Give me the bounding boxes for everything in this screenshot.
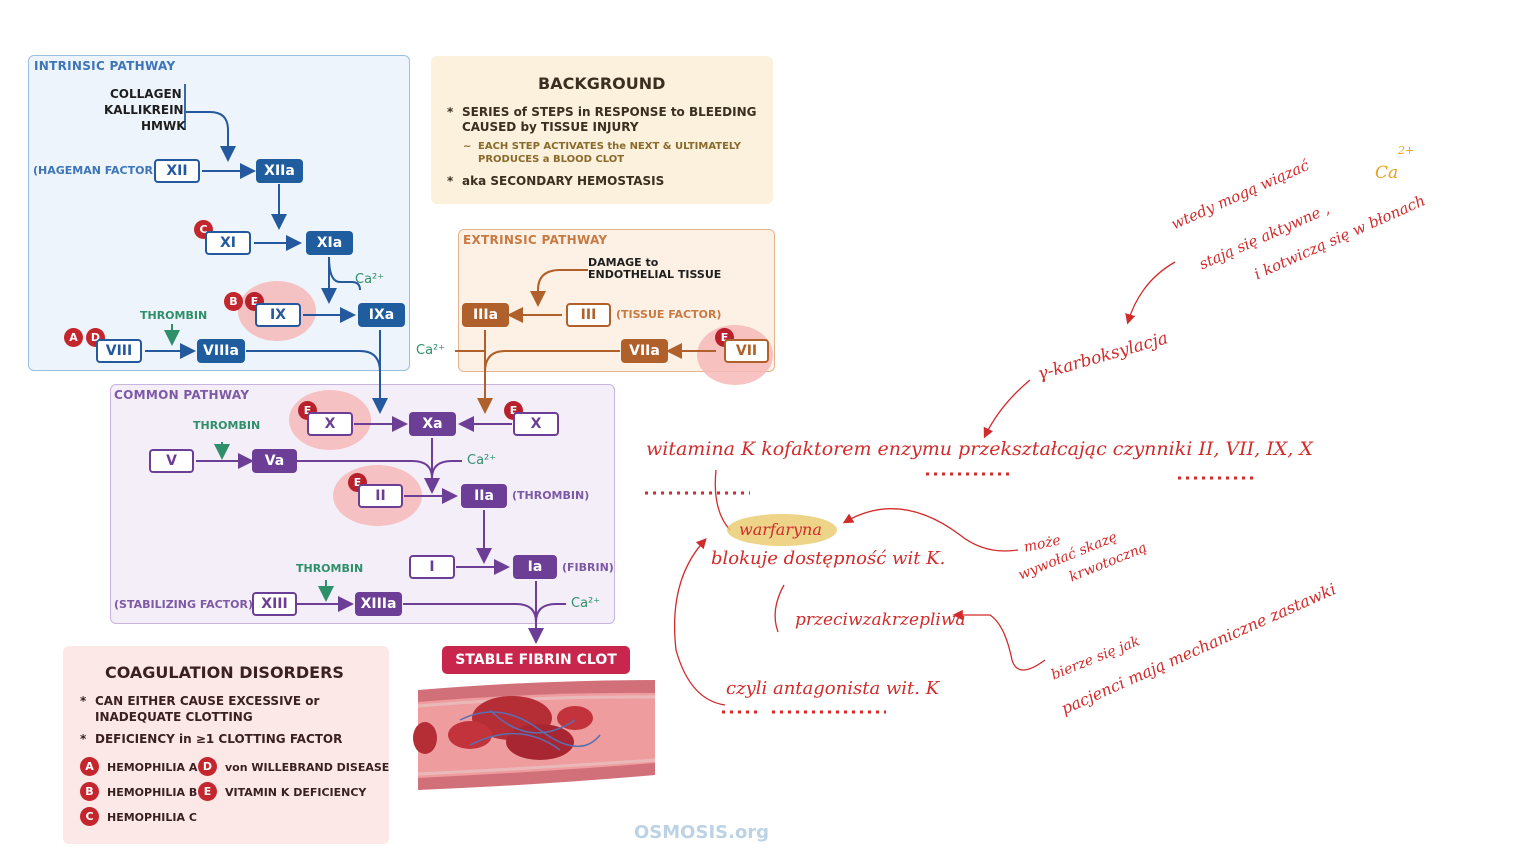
legend-von-willebrand: von WILLEBRAND DISEASE [225, 761, 390, 774]
factor-ii: II [358, 484, 403, 508]
background-sub-1b: PRODUCES a BLOOD CLOT [478, 154, 625, 165]
factor-xi: XI [205, 231, 251, 255]
legend-badge-c: C [80, 807, 99, 826]
factor-iia: IIa [461, 484, 507, 508]
activator-kallikrein: KALLIKREIN [104, 103, 184, 117]
ca-label-xiii: Ca²⁺ [571, 596, 601, 611]
factor-xiii: XIII [252, 592, 297, 616]
factor-ia: Ia [513, 555, 557, 579]
disorders-star-1: * [80, 694, 87, 708]
factor-vii: VII [724, 339, 769, 363]
legend-hemophilia-a: HEMOPHILIA A [107, 761, 198, 774]
fibrin-label: (FIBRIN) [562, 561, 614, 574]
legend-hemophilia-c: HEMOPHILIA C [107, 811, 197, 824]
factor-ixa: IXa [358, 303, 405, 327]
note-blokuje: blokuje dostępność wit K. [711, 548, 946, 569]
factor-viia: VIIa [621, 339, 668, 363]
background-bullet-2-star: * [447, 174, 454, 188]
factor-iiia: IIIa [462, 303, 509, 327]
thrombin-paren-label: (THROMBIN) [512, 489, 590, 502]
disorders-title: COAGULATION DISORDERS [105, 663, 344, 682]
factor-ix: IX [255, 303, 301, 327]
legend-hemophilia-b: HEMOPHILIA B [107, 786, 198, 799]
note-przeciwzakrzepliwa: przeciwzakrzepliwa [795, 610, 966, 630]
note-warfaryna: warfaryna [739, 520, 822, 539]
background-sub-1-dash: ~ [463, 141, 472, 152]
ca-label-extrinsic: Ca²⁺ [416, 343, 446, 358]
stabilizing-factor-label: (STABILIZING FACTOR) [114, 598, 254, 611]
thrombin-label-common: THROMBIN [193, 419, 261, 432]
disorders-star-2: * [80, 732, 87, 746]
legend-vitamin-k: VITAMIN K DEFICIENCY [225, 786, 367, 799]
factor-viiia: VIIIa [197, 339, 245, 363]
note-ca: Ca [1375, 163, 1399, 183]
intrinsic-title: INTRINSIC PATHWAY [34, 59, 176, 73]
clot-illustration [413, 680, 656, 790]
badge-a-viii: A [64, 328, 83, 347]
background-bullet-1: SERIES of STEPS in RESPONSE to BLEEDING [462, 105, 757, 119]
legend-badge-e: E [198, 782, 217, 801]
ca-label-intrinsic: Ca²⁺ [355, 272, 385, 287]
factor-iii: III [566, 303, 611, 327]
factor-va: Va [252, 449, 297, 473]
factor-viii: VIII [96, 339, 142, 363]
background-bullet-1b: CAUSED by TISSUE INJURY [462, 120, 639, 134]
legend-badge-d: D [198, 757, 217, 776]
legend-badge-b: B [80, 782, 99, 801]
thrombin-label-xiii: THROMBIN [296, 562, 364, 575]
note-ca-superscript: 2+ [1398, 144, 1415, 157]
factor-x-right: X [513, 412, 559, 436]
note-main-line: witamina K kofaktorem enzymu przekształc… [646, 438, 1313, 460]
hageman-label: (HAGEMAN FACTOR) [33, 164, 158, 177]
note-czyli-antagonista: czyli antagonista wit. K [726, 678, 940, 699]
stable-fibrin-clot-label: STABLE FIBRIN CLOT [442, 646, 630, 674]
background-bullet-2: aka SECONDARY HEMOSTASIS [462, 174, 665, 188]
disorders-panel [63, 646, 389, 844]
background-title: BACKGROUND [538, 74, 666, 93]
factor-xii: XII [154, 159, 200, 183]
background-panel [431, 56, 773, 204]
disorders-bullet-2: DEFICIENCY in ≥1 CLOTTING FACTOR [95, 732, 343, 746]
background-bullet-1-star: * [447, 105, 454, 119]
factor-xiia: XIIa [256, 159, 303, 183]
factor-xia: XIa [306, 231, 353, 255]
badge-b-ix: B [224, 292, 243, 311]
factor-xa: Xa [409, 412, 456, 436]
osmosis-logo: OSMOSIS.org [634, 822, 770, 843]
common-title: COMMON PATHWAY [114, 388, 250, 402]
factor-xiiia: XIIIa [355, 592, 402, 616]
legend-badge-a: A [80, 757, 99, 776]
factor-i: I [409, 555, 455, 579]
tissue-factor-label: (TISSUE FACTOR) [616, 308, 722, 321]
damage-label-1: DAMAGE to [588, 256, 659, 269]
background-sub-1: EACH STEP ACTIVATES the NEXT & ULTIMATEL… [478, 141, 741, 152]
activator-hmwk: HMWK [141, 119, 186, 133]
thrombin-label-intrinsic: THROMBIN [140, 309, 208, 322]
disorders-bullet-1: CAN EITHER CAUSE EXCESSIVE or [95, 694, 320, 708]
factor-v: V [149, 449, 194, 473]
ca-label-common: Ca²⁺ [467, 453, 497, 468]
disorders-bullet-1b: INADEQUATE CLOTTING [95, 710, 253, 724]
factor-x-left: X [307, 412, 353, 436]
extrinsic-title: EXTRINSIC PATHWAY [463, 233, 608, 247]
activator-collagen: COLLAGEN [110, 87, 182, 101]
damage-label-2: ENDOTHELIAL TISSUE [588, 268, 722, 281]
